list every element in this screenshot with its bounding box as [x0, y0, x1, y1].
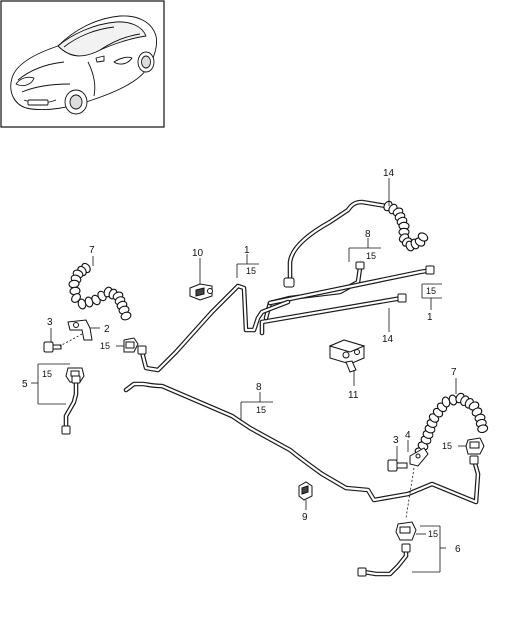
grommet-15-right-bottom — [395, 521, 417, 541]
callout-15-g: 15 — [442, 441, 452, 451]
callout-15-b: 15 — [366, 251, 376, 261]
pipe-fittings — [61, 261, 479, 577]
hose-7-right — [414, 392, 489, 457]
vehicle-thumbnail — [0, 0, 165, 128]
grommet-15-right-top — [465, 437, 485, 455]
callout-10: 10 — [192, 248, 204, 259]
hose-14-top — [383, 200, 429, 252]
callout-15-d: 15 — [100, 341, 110, 351]
callout-15-f: 15 — [256, 405, 266, 415]
hose-segment — [120, 311, 132, 321]
callout-8-top: 8 — [365, 229, 371, 240]
brake-lines — [63, 199, 481, 577]
callout-1-side: 1 — [427, 312, 433, 323]
callout-labels: 14 10 1 15 8 15 15 1 14 11 7 2 3 15 15 5… — [22, 168, 461, 555]
callout-15-c: 15 — [426, 286, 436, 296]
callout-5: 5 — [22, 379, 28, 390]
part-3-bolt-left — [43, 341, 62, 353]
part-10-clip — [189, 283, 213, 301]
part-3-bolt-right — [387, 459, 408, 472]
part-2-bracket — [67, 319, 93, 341]
callout-14-mid: 14 — [382, 334, 394, 345]
callout-6: 6 — [455, 544, 461, 555]
part-4-bracket — [409, 447, 429, 467]
callout-1-top: 1 — [244, 245, 250, 256]
pipe-clip — [283, 277, 295, 288]
callout-8-mid: 8 — [256, 382, 262, 393]
leader-lines — [31, 178, 466, 573]
callout-11: 11 — [348, 390, 359, 401]
callout-7-left: 7 — [89, 245, 95, 256]
callout-15-h: 15 — [428, 529, 438, 539]
part-11-block — [328, 339, 366, 373]
hose-segment — [477, 424, 489, 434]
hose-segment — [417, 232, 429, 242]
callout-4: 4 — [405, 430, 411, 441]
grommet-15-left-top — [123, 337, 139, 353]
callout-15-a: 15 — [246, 266, 256, 276]
callout-3-right: 3 — [393, 435, 399, 446]
callout-15-e: 15 — [42, 369, 52, 379]
callout-2: 2 — [104, 324, 110, 335]
callout-7-right: 7 — [451, 367, 457, 378]
callout-3-left: 3 — [47, 317, 53, 328]
hose-7-left — [68, 262, 132, 321]
callout-14-top: 14 — [383, 168, 395, 179]
part-9-clip — [298, 481, 313, 501]
callout-9: 9 — [302, 512, 308, 523]
